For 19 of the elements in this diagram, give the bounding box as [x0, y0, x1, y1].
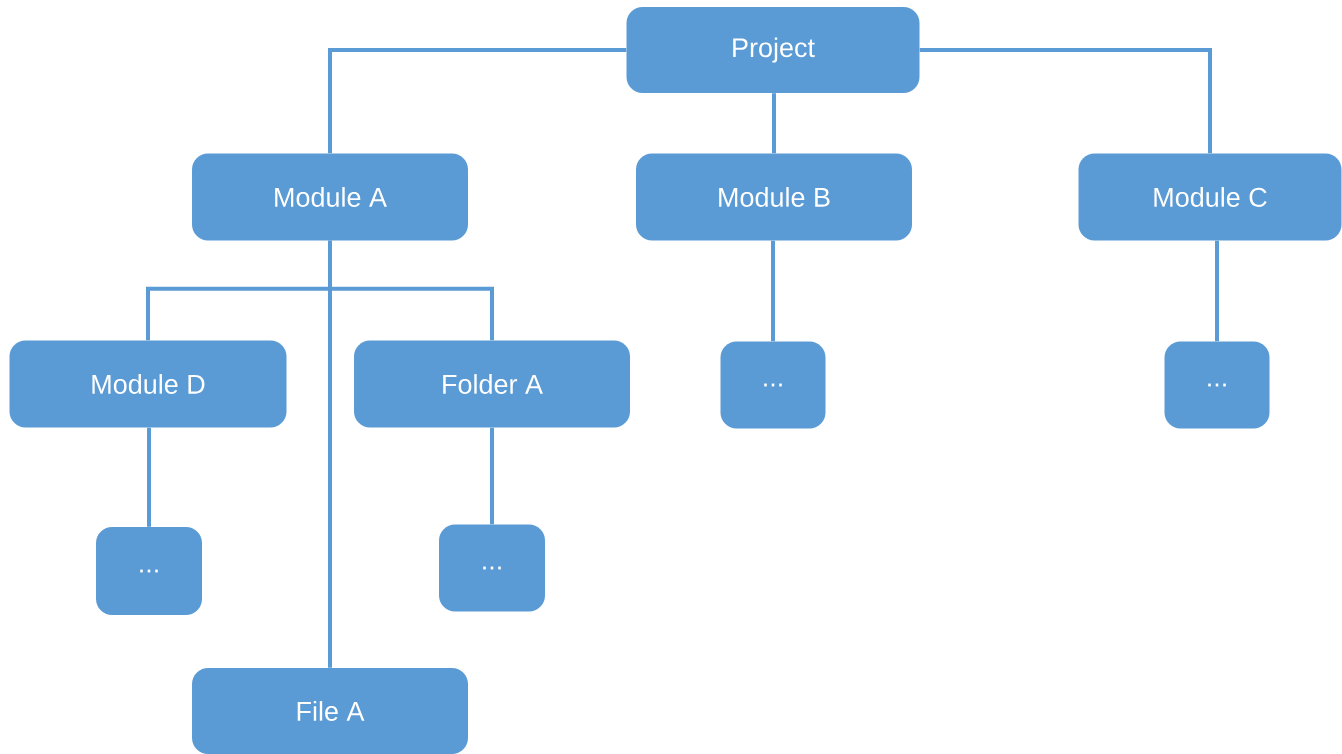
connector-line [147, 427, 151, 527]
connector-line [328, 48, 627, 154]
connector-line [1215, 240, 1219, 342]
connector-line [328, 240, 494, 341]
connector-line [772, 93, 776, 154]
process-box: File A [192, 668, 468, 754]
process-box: Project [626, 7, 920, 93]
process-box: Module D [9, 340, 287, 428]
process-box: ... [439, 524, 545, 612]
process-box: ... [720, 341, 826, 429]
process-box: ... [1164, 341, 1270, 429]
process-box: Folder A [354, 340, 630, 428]
process-box: ... [96, 527, 202, 615]
connector-line [919, 48, 1212, 154]
connector-line [490, 427, 494, 525]
process-box: Module C [1078, 153, 1342, 241]
process-box: Module A [192, 153, 468, 241]
process-box: Module B [636, 153, 912, 241]
connector-line [771, 240, 775, 342]
